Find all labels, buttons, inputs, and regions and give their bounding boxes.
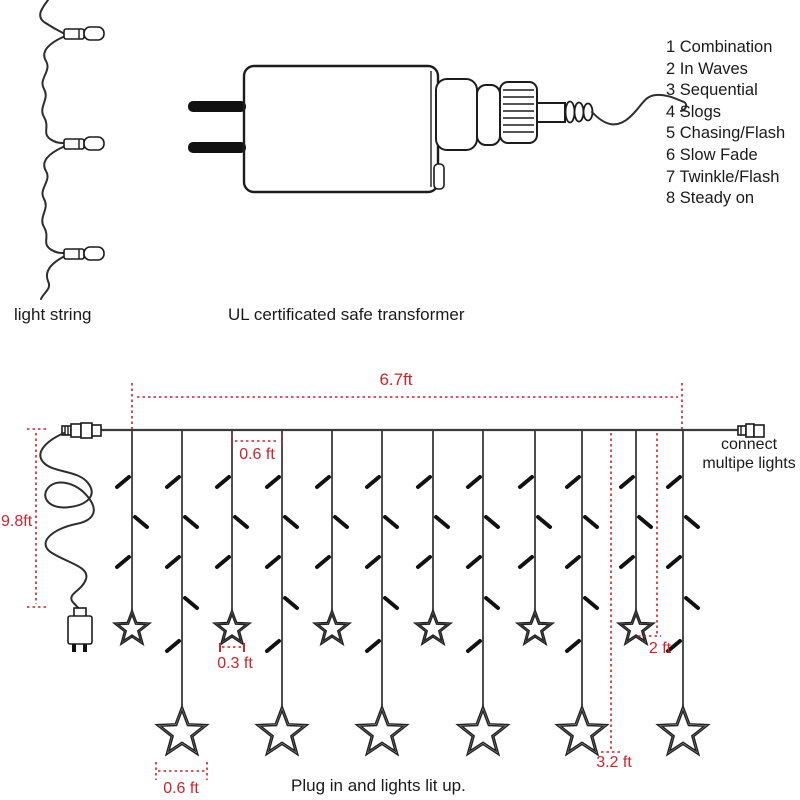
light-string-illustration [39, 0, 105, 300]
light-string-label: light string [14, 305, 92, 324]
lead-wire [39, 432, 95, 610]
small-star-icon [414, 609, 452, 645]
big-star-icon [556, 705, 608, 756]
cord-rings [564, 100, 594, 124]
big-star-icon [356, 705, 408, 756]
dim-short-drop-label: 2 ft [648, 640, 672, 657]
small-star-icon [516, 609, 554, 645]
dimension-line-drop-spacing [231, 435, 283, 447]
long-drop-wires [181, 431, 684, 706]
bulb-icon [63, 246, 105, 261]
connector-shaft [536, 102, 566, 123]
mode-item: 1 Combination [666, 38, 773, 56]
small-star-icon [313, 609, 351, 645]
transformer-body [242, 64, 440, 194]
connector-collar [435, 78, 478, 151]
string-wire [39, 0, 64, 300]
bottom-caption: Plug in and lights lit up. [291, 776, 466, 795]
dimension-line-total-width [131, 383, 683, 429]
connect-note: connect multipe lights [698, 436, 800, 473]
small-star-icon [213, 609, 251, 645]
big-star-icon [256, 705, 308, 756]
dim-long-drop-label: 3.2 ft [596, 754, 632, 771]
transformer-illustration [188, 64, 688, 194]
bulb-icon [63, 136, 105, 151]
short-drop-wires [131, 431, 637, 610]
connector-ring [476, 84, 501, 146]
left-connector-icon [61, 422, 102, 439]
bulb-icon [63, 26, 105, 41]
dim-lead-length-label: 9.8ft [1, 513, 33, 530]
mode-item: 8 Steady on [666, 189, 755, 208]
small-star-icon [113, 609, 151, 645]
dimension-line-big-star-width [155, 762, 208, 780]
dimension-line-short-drop [638, 433, 661, 637]
dimension-line-long-drop [601, 433, 623, 753]
plug-prong-icon [188, 142, 246, 153]
plug-prong-icon [188, 101, 246, 112]
curtain-illustration [27, 383, 765, 780]
dim-big-star-width-label: 0.6 ft [163, 780, 199, 797]
dimension-line-lead-length [27, 428, 46, 608]
mode-item: 6 Slow Fade [666, 145, 758, 164]
connector-nut [499, 81, 538, 144]
mode-item: 3 Sequential [666, 81, 758, 100]
big-star-icon [657, 705, 709, 756]
mode-item: 5 Chasing/Flash [666, 124, 786, 143]
connect-note-line1: connect [720, 436, 778, 453]
big-star-icon [156, 705, 208, 756]
transformer-label: UL certificated safe transformer [228, 305, 465, 324]
power-plug-icon [67, 607, 93, 652]
connect-note-line2: multipe lights [702, 454, 796, 472]
mode-item: 2 In Waves [666, 59, 748, 78]
mode-item: 7 Twinkle/Flash [666, 167, 780, 186]
dimension-line-small-star-width [219, 643, 245, 652]
mode-item: 4 Slogs [666, 102, 722, 121]
big-star-icon [457, 705, 509, 756]
right-connector-icon [737, 423, 765, 438]
transformer-clip [433, 163, 445, 190]
dim-small-star-width-label: 0.3 ft [217, 655, 253, 672]
dim-drop-spacing-label: 0.6 ft [239, 446, 275, 463]
light-ticks [115, 475, 700, 653]
dim-total-width-label: 6.7ft [379, 370, 413, 389]
output-cord [591, 93, 688, 126]
mode-list: 1 Combination 2 In Waves 3 Sequential 4 … [666, 37, 785, 210]
